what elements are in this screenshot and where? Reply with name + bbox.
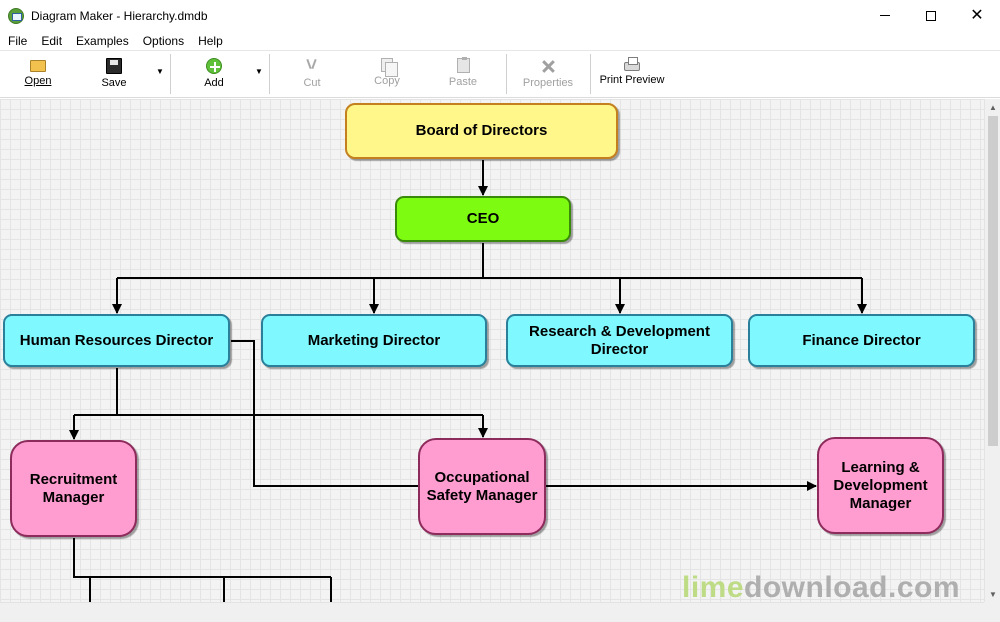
plus-circle-icon [206,58,222,74]
node-rnd-director[interactable]: Research & Development Director [506,314,733,367]
node-ceo[interactable]: CEO [395,196,571,242]
node-label: Human Resources Director [19,331,214,349]
node-label: CEO [466,210,500,227]
properties-button[interactable]: Properties [520,56,576,94]
menu-examples[interactable]: Examples [76,33,129,48]
open-button[interactable]: Open [22,56,54,94]
scrollbar-corner [984,602,1000,622]
node-finance-director[interactable]: Finance Director [748,314,975,367]
menu-file[interactable]: File [8,33,28,48]
properties-label: Properties [522,77,574,89]
watermark: limedownload.com [682,571,960,602]
node-recruitment-manager[interactable]: Recruitment Manager [10,440,137,537]
copy-button[interactable]: Copy [371,56,403,94]
toolbar-separator [506,54,507,94]
maximize-icon [926,10,936,21]
minimize-button[interactable] [862,0,908,31]
add-dropdown-arrow[interactable]: ▼ [255,66,263,76]
toolbar-separator [269,54,270,94]
node-label: Finance Director [802,331,921,349]
watermark-part2: download.com [744,571,961,602]
connector-recruitment-children [73,538,332,602]
printer-icon [624,57,640,71]
window-title: Diagram Maker - Hierarchy.dmdb [31,8,208,23]
save-button[interactable]: Save [98,56,130,94]
connector-hr-trunk [74,368,483,416]
cut-button[interactable]: Cut [296,56,328,94]
maximize-button[interactable] [908,0,954,31]
toolbar-separator [590,54,591,94]
add-button[interactable]: Add [198,56,230,94]
node-board-of-directors[interactable]: Board of Directors [345,103,618,159]
watermark-part1: lime [682,571,745,602]
node-label: Recruitment Manager [29,470,118,506]
node-learning-development-manager[interactable]: Learning & Development Manager [817,437,944,534]
copy-label: Copy [374,75,400,87]
save-label: Save [101,77,127,89]
tools-icon [540,58,556,74]
node-label: Occupational Safety Manager [426,468,538,504]
minimize-icon [880,15,890,16]
paste-label: Paste [448,76,478,88]
node-label: Board of Directors [415,122,548,139]
menu-options[interactable]: Options [142,33,185,48]
floppy-disk-icon [106,58,122,74]
node-occupational-safety-manager[interactable]: Occupational Safety Manager [418,438,546,535]
menu-help[interactable]: Help [198,33,223,48]
scissors-icon [304,58,320,74]
diagram-canvas[interactable]: Board of Directors CEO Human Resources D… [0,99,984,602]
app-icon [8,7,24,24]
scroll-down-arrow-icon[interactable]: ▼ [989,589,997,599]
close-icon: ✕ [970,6,984,24]
node-label: Marketing Director [307,331,441,349]
cut-label: Cut [303,77,321,89]
print-preview-button[interactable]: Print Preview [598,56,666,94]
vertical-scrollbar[interactable]: ▲ ▼ [984,99,1000,602]
vertical-scroll-thumb[interactable] [988,116,998,446]
paste-icon [456,57,470,73]
node-hr-director[interactable]: Human Resources Director [3,314,230,367]
folder-open-icon [30,60,46,72]
title-bar: Diagram Maker - Hierarchy.dmdb ✕ [0,0,1000,31]
copy-icon [381,58,398,77]
close-button[interactable]: ✕ [954,0,1000,31]
open-label: Open [24,75,52,87]
node-marketing-director[interactable]: Marketing Director [261,314,487,367]
node-label: Learning & Development Manager [833,458,928,512]
horizontal-scrollbar[interactable] [0,602,984,622]
connector-ceo-trunk [117,243,862,279]
toolbar-separator [170,54,171,94]
paste-button[interactable]: Paste [447,56,479,94]
toolbar: Open Save ▼ Add ▼ Cut Copy Paste Propert… [0,52,1000,98]
scroll-up-arrow-icon[interactable]: ▲ [989,102,997,112]
add-label: Add [204,77,224,89]
node-label: Research & Development Director [529,322,710,358]
menu-edit[interactable]: Edit [41,33,63,48]
menu-bar: File Edit Examples Options Help [0,31,1000,51]
print-preview-label: Print Preview [599,74,665,86]
save-dropdown-arrow[interactable]: ▼ [156,66,164,76]
